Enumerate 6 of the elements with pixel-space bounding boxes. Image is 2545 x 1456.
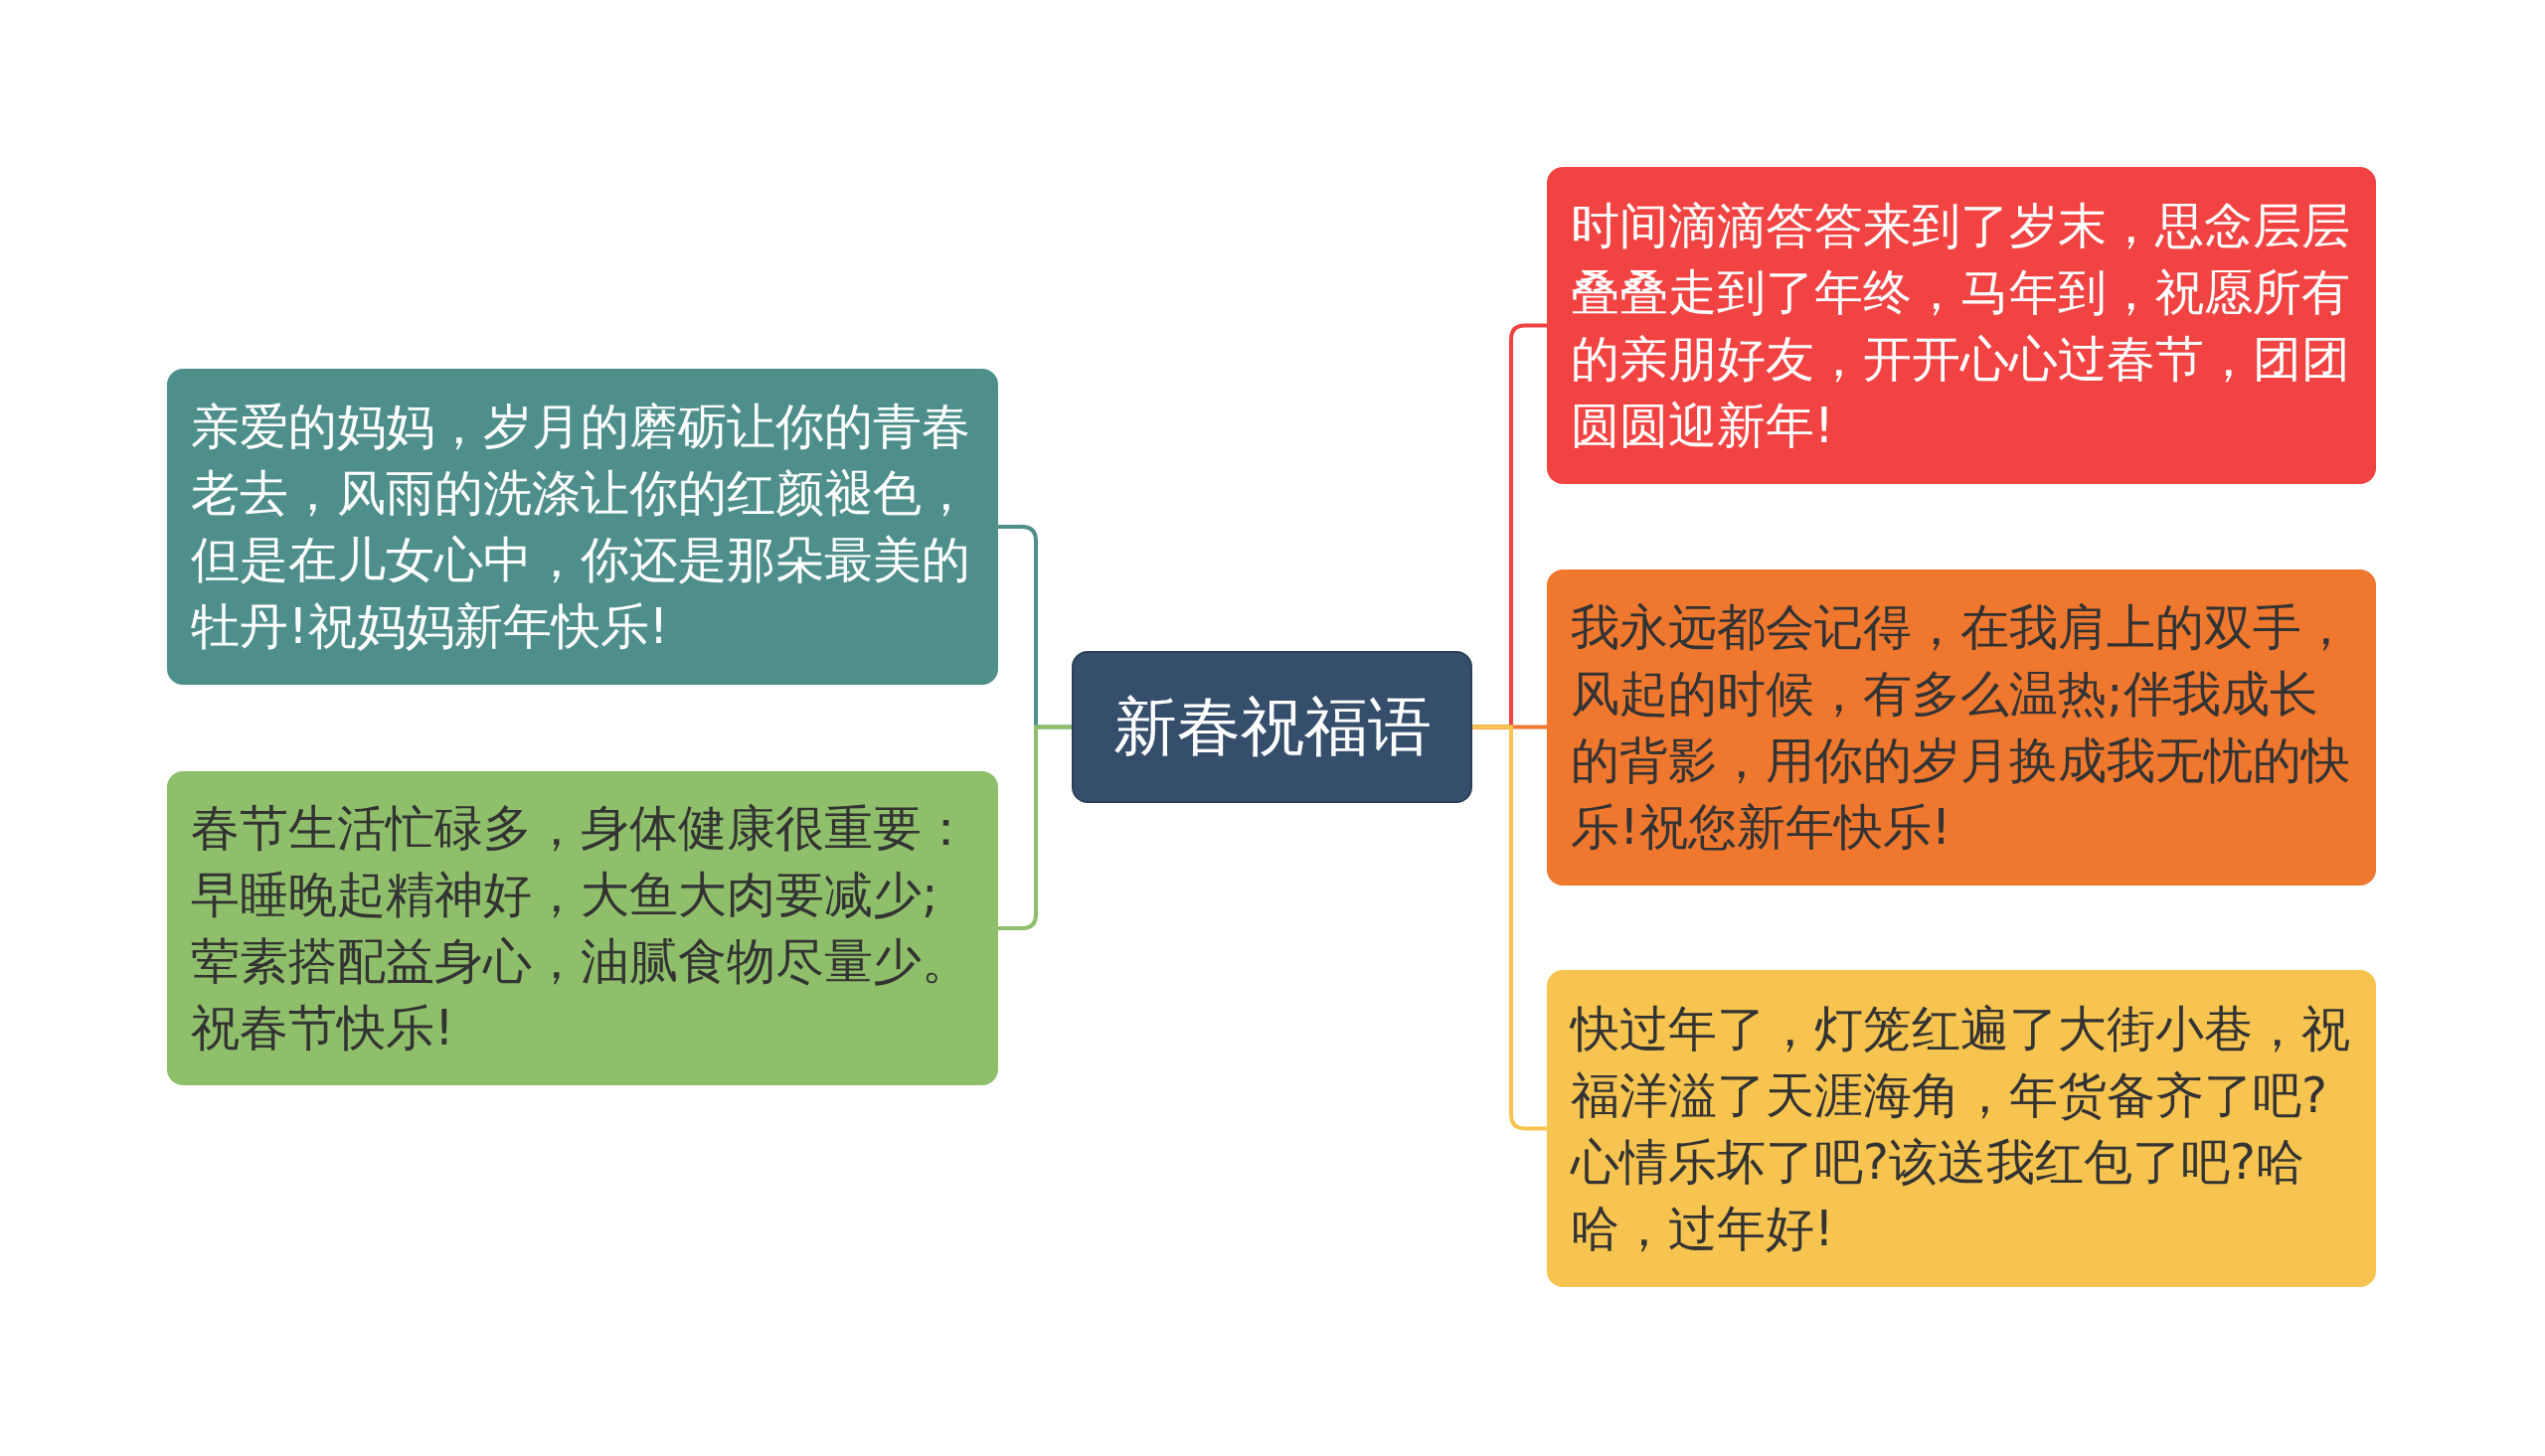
topic-box: 我永远都会记得，在我肩上的双手，风起的时候，有多么温热;伴我成长的背影，用你的岁月换成我无忧的快乐!祝您新年快乐!	[1547, 569, 2376, 886]
topic-box: 快过年了，灯笼红遍了大街小巷，祝福洋溢了天涯海角，年货备齐了吧?心情乐坏了吧?该送我红包了吧?哈哈，过年好!	[1547, 970, 2376, 1287]
topic-box: 亲爱的妈妈，岁月的磨砺让你的青春老去，风雨的洗涤让你的红颜褪色，但是在儿女心中，你还是那朵最美的牡丹!祝妈妈新年快乐!	[167, 369, 998, 685]
topic-box: 时间滴滴答答来到了岁末，思念层层叠叠走到了年终，马年到，祝愿所有的亲朋好友，开开心心过春节，团团圆圆迎新年!	[1547, 167, 2376, 484]
central-topic-box: 新春祝福语	[1072, 651, 1472, 803]
topic-box: 春节生活忙碌多，身体健康很重要：早睡晚起精神好，大鱼大肉要减少;荤素搭配益身心，油腻食物尽量少。祝春节快乐!	[167, 771, 998, 1085]
